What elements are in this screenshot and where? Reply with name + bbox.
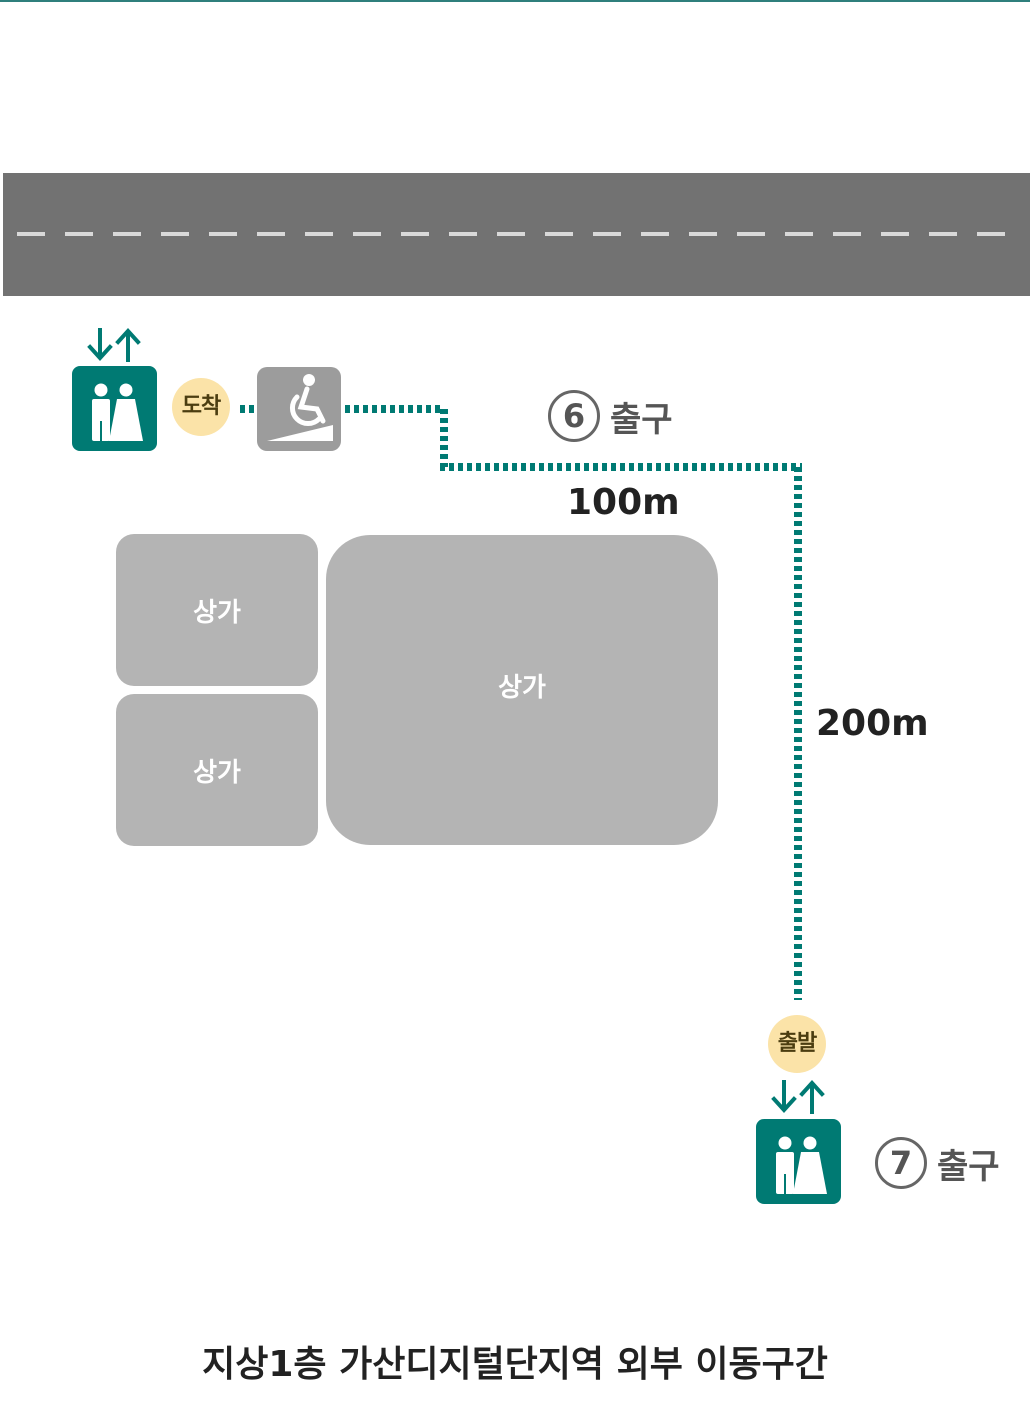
exit-6-label: 6 출구	[548, 390, 673, 442]
road	[3, 173, 1030, 296]
wheelchair-ramp-icon	[257, 367, 341, 451]
departure-badge: 출발	[768, 1015, 826, 1073]
exit-7-number: 7	[875, 1137, 927, 1189]
up-down-arrows-icon	[771, 1080, 825, 1114]
elevator-icon	[72, 366, 157, 451]
store-block-large: 상가	[326, 535, 718, 845]
arrival-badge: 도착	[172, 378, 230, 436]
exit-7-text: 출구	[937, 1146, 1000, 1187]
road-center-line	[17, 232, 1022, 236]
store-label: 상가	[193, 597, 241, 628]
store-block-top-left: 상가	[116, 534, 318, 686]
exit-6-number: 6	[548, 390, 600, 442]
up-down-arrows-icon	[87, 328, 141, 362]
store-block-bottom-left: 상가	[116, 694, 318, 846]
exit-6-text: 출구	[610, 399, 673, 440]
store-label: 상가	[498, 673, 546, 703]
store-label: 상가	[193, 757, 241, 788]
exit-7-label: 7 출구	[875, 1137, 1000, 1189]
distance-vertical: 200m	[816, 703, 929, 744]
distance-horizontal: 100m	[567, 482, 680, 523]
elevator-icon	[756, 1119, 841, 1204]
map-caption: 지상1층 가산디지털단지역 외부 이동구간	[202, 1344, 828, 1385]
top-divider	[0, 0, 1030, 2]
